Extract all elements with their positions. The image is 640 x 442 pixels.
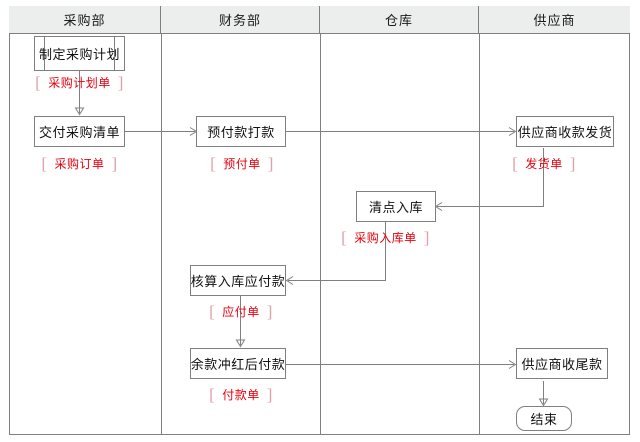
document-purchase-receipt-note: [ 采购入库单 ] [334,229,437,246]
node-end-label: 结束 [530,412,558,427]
node-calculate-payable-label: 核算入库应付款 [190,274,286,289]
node-make-purchase-plan-label: 制定采购计划 [38,47,120,62]
document-purchase-order: [ 采购订单 ] [32,155,127,172]
bracket-left: [ [210,154,217,173]
bracket-right: ] [111,154,118,173]
node-supplier-receive-pay-ship[interactable]: 供应商收款发货 [516,116,614,147]
document-payable-form-label: 应付单 [222,305,260,319]
node-make-purchase-plan[interactable]: 制定采购计划 [34,36,125,71]
node-pay-balance-after-reversal-label: 余款冲红后付款 [190,357,286,372]
document-payable-form: [ 应付单 ] [197,303,285,320]
document-delivery-note-label: 发货单 [525,157,563,171]
bracket-right: ] [266,302,273,321]
lane-divider-3 [479,34,480,434]
lane-header-finance: 财务部 [161,6,320,34]
bracket-right: ] [423,228,430,247]
node-calculate-payable[interactable]: 核算入库应付款 [190,265,286,296]
bracket-left: [ [41,154,48,173]
bracket-right: ] [117,73,124,92]
document-payment-form-label: 付款单 [222,388,260,402]
lane-divider-2 [320,34,321,434]
lane-header-warehouse: 仓库 [320,6,479,34]
node-prepayment-label: 预付款打款 [207,125,275,140]
document-purchase-plan-form-label: 采购计划单 [48,76,111,90]
lane-header-supplier: 供应商 [479,6,630,34]
document-purchase-receipt-note-label: 采购入库单 [354,231,417,245]
lane-header-purchasing-label: 采购部 [63,13,106,28]
node-supplier-receive-final-payment-label: 供应商收尾款 [521,357,603,372]
bracket-left: [ [209,385,216,404]
node-supplier-receive-pay-ship-label: 供应商收款发货 [517,125,613,140]
node-prepayment[interactable]: 预付款打款 [196,116,286,147]
document-prepayment-form: [ 预付单 ] [198,155,286,172]
lane-header-warehouse-label: 仓库 [384,13,413,28]
bracket-left: [ [35,73,42,92]
node-pay-balance-after-reversal[interactable]: 余款冲红后付款 [190,348,286,379]
bracket-right: ] [569,154,576,173]
node-deliver-purchase-list-label: 交付采购清单 [38,125,120,140]
bracket-left: [ [341,228,348,247]
lane-divider-1 [161,34,162,434]
document-prepayment-form-label: 预付单 [223,157,261,171]
lane-header-supplier-label: 供应商 [533,13,576,28]
bracket-left: [ [209,302,216,321]
document-payment-form: [ 付款单 ] [197,386,285,403]
lane-header-finance-label: 财务部 [218,13,261,28]
document-purchase-order-label: 采购订单 [54,157,105,171]
bracket-left: [ [512,154,519,173]
lane-header-purchasing: 采购部 [9,6,161,34]
document-delivery-note: [ 发货单 ] [500,155,588,172]
node-supplier-receive-final-payment[interactable]: 供应商收尾款 [516,348,608,379]
node-deliver-purchase-list[interactable]: 交付采购清单 [34,116,125,147]
node-count-and-store-label: 清点入库 [368,200,423,215]
node-count-and-store[interactable]: 清点入库 [356,191,436,222]
node-end[interactable]: 结束 [516,406,572,431]
bracket-right: ] [266,385,273,404]
document-purchase-plan-form: [ 采购计划单 ] [28,74,131,91]
bracket-right: ] [267,154,274,173]
